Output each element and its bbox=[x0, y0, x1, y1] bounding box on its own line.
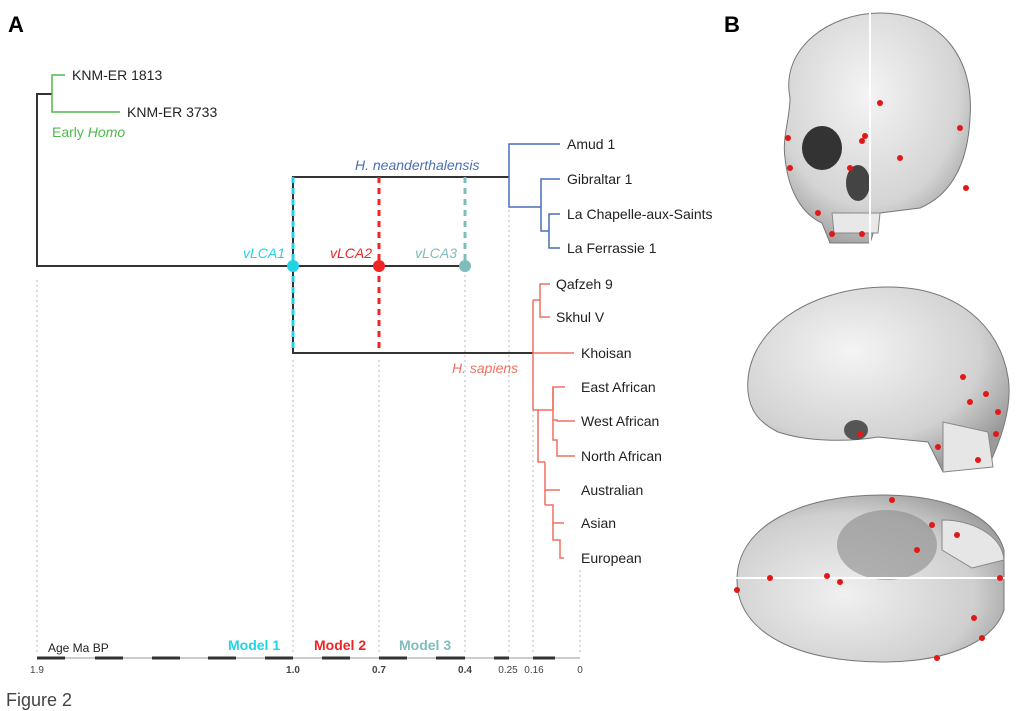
neanderthal-inner-2 bbox=[540, 207, 549, 232]
clade-sapiens: H. sapiens bbox=[452, 360, 518, 376]
branch-knm-er-1813 bbox=[51, 74, 65, 94]
tip-east-african: East African bbox=[581, 379, 656, 395]
branch-skhul-v bbox=[539, 300, 550, 318]
tick-0: 0 bbox=[577, 665, 583, 676]
tick-0-16: 0.16 bbox=[524, 665, 544, 676]
vlca1-node bbox=[287, 260, 299, 272]
tip-knm-er-3733: KNM-ER 3733 bbox=[127, 104, 217, 120]
sapiens-branches bbox=[532, 283, 575, 559]
neanderthal-branches bbox=[508, 143, 560, 249]
tip-north-african: North African bbox=[581, 448, 662, 464]
branch-north-african bbox=[552, 387, 575, 457]
tip-la-chapelle: La Chapelle-aux-Saints bbox=[567, 206, 713, 222]
branch-amud-1 bbox=[508, 143, 560, 177]
neanderthal-stem bbox=[292, 176, 509, 266]
branch-australian bbox=[544, 462, 560, 491]
age-gridlines bbox=[36, 210, 581, 655]
branch-la-ferrassie bbox=[548, 231, 560, 249]
tip-skhul-v: Skhul V bbox=[556, 309, 605, 325]
sapiens-lower bbox=[533, 409, 545, 463]
figure-caption: Figure 2 bbox=[6, 690, 73, 710]
panel-label-b: B bbox=[724, 12, 740, 37]
skull-lateral-view bbox=[747, 286, 1010, 473]
clade-neanderthalensis: H. neanderthalensis bbox=[355, 157, 480, 173]
branch-qafzeh-9 bbox=[539, 283, 550, 300]
tick-0-7: 0.7 bbox=[372, 665, 386, 676]
tip-gibraltar-1: Gibraltar 1 bbox=[567, 171, 633, 187]
skull-frontal-view bbox=[783, 10, 971, 246]
branch-la-chapelle bbox=[548, 213, 560, 231]
tick-0-25: 0.25 bbox=[498, 665, 518, 676]
tip-australian: Australian bbox=[581, 482, 643, 498]
branch-european bbox=[552, 523, 564, 559]
clade-early-homo: Early Homo bbox=[52, 124, 125, 140]
tick-1-9: 1.9 bbox=[30, 665, 44, 676]
tick-0-4: 0.4 bbox=[458, 665, 472, 676]
axis-label: Age Ma BP bbox=[48, 641, 109, 655]
tip-qafzeh-9: Qafzeh 9 bbox=[556, 276, 613, 292]
tip-knm-er-1813: KNM-ER 1813 bbox=[72, 67, 162, 83]
neanderthal-inner bbox=[508, 177, 541, 208]
model2-label: Model 2 bbox=[314, 637, 366, 653]
branch-knm-er-3733 bbox=[51, 94, 120, 113]
early-homo-branches bbox=[51, 74, 120, 113]
time-axis: Age Ma BP Model 1 Model 2 Model 3 1.9 1.… bbox=[30, 637, 583, 676]
tip-west-african: West African bbox=[581, 413, 659, 429]
branch-west-african bbox=[553, 419, 575, 422]
vlca3-label: vLCA3 bbox=[415, 245, 457, 261]
tick-1-0: 1.0 bbox=[286, 665, 300, 676]
tip-khoisan: Khoisan bbox=[581, 345, 632, 361]
vlca3-node bbox=[459, 260, 471, 272]
sapiens-stem bbox=[292, 266, 533, 354]
tip-la-ferrassie: La Ferrassie 1 bbox=[567, 240, 657, 256]
branch-asian bbox=[545, 504, 564, 524]
skull-basal-view bbox=[732, 494, 1012, 663]
vlca2-node bbox=[373, 260, 385, 272]
branch-east-african bbox=[552, 386, 565, 410]
root-branch bbox=[36, 93, 293, 267]
vlca2-label: vLCA2 bbox=[330, 245, 372, 261]
model3-label: Model 3 bbox=[399, 637, 451, 653]
panel-label-a: A bbox=[8, 12, 24, 37]
model1-label: Model 1 bbox=[228, 637, 280, 653]
tip-european: European bbox=[581, 550, 642, 566]
vlca1-label: vLCA1 bbox=[243, 245, 285, 261]
tip-amud-1: Amud 1 bbox=[567, 136, 615, 152]
tip-asian: Asian bbox=[581, 515, 616, 531]
branch-gibraltar-1 bbox=[540, 178, 560, 207]
